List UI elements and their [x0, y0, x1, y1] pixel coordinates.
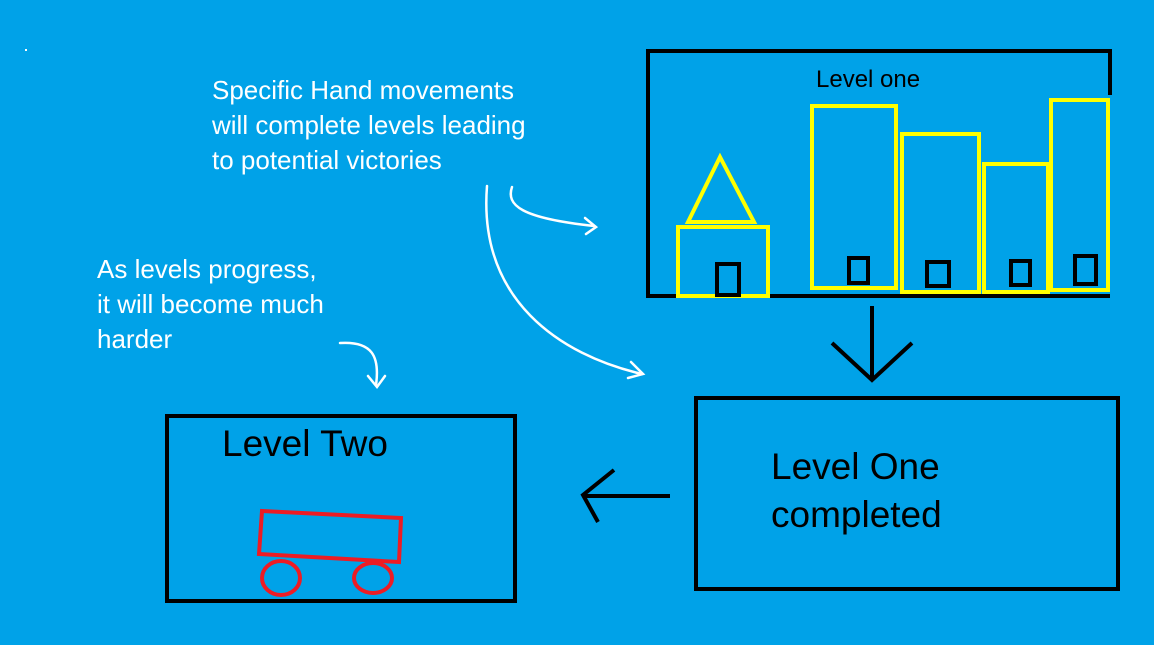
building-icon	[810, 104, 898, 290]
level-one-completed-label: Level One completed	[771, 443, 942, 539]
completed-line: Level One	[771, 446, 940, 487]
curved-arrow-icon	[338, 341, 387, 390]
note-line: will complete levels leading	[212, 110, 526, 140]
note-line: Specific Hand movements	[212, 75, 515, 105]
completed-line: completed	[771, 494, 942, 535]
hand-movements-note: Specific Hand movements will complete le…	[212, 73, 526, 178]
note-line: harder	[97, 324, 173, 354]
curved-arrow-icon	[509, 185, 599, 236]
building-icon	[900, 132, 981, 294]
left-arrow-icon	[580, 468, 670, 523]
note-line: As levels progress,	[97, 254, 317, 284]
level-one-panel-frame	[646, 49, 1112, 298]
note-line: it will become much	[97, 289, 324, 319]
building-icon	[982, 162, 1050, 294]
down-arrow-icon	[830, 306, 914, 383]
cart-icon	[256, 508, 404, 597]
level-two-panel	[165, 414, 517, 603]
level-one-completed-panel	[694, 396, 1120, 591]
levels-progress-note: As levels progress, it will become much …	[97, 252, 324, 357]
stray-dot	[25, 49, 27, 51]
building-icon	[1049, 98, 1110, 292]
curved-arrow-icon	[485, 184, 646, 380]
level-two-title: Level Two	[222, 423, 388, 464]
level-one-title: Level one	[816, 66, 921, 93]
house-icon	[676, 152, 770, 298]
note-line: to potential victories	[212, 145, 442, 175]
